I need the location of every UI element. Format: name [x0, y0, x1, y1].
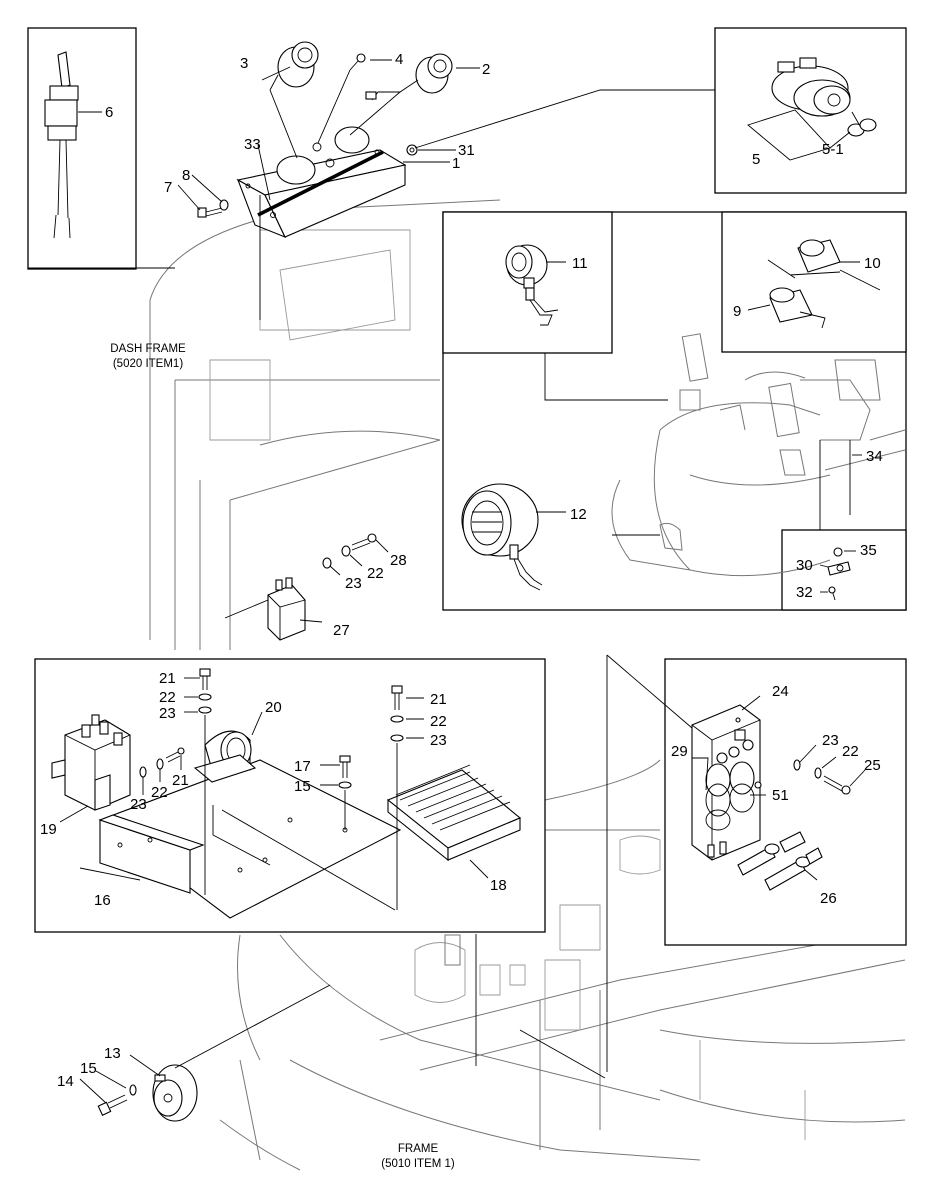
callout-16: 16 [94, 892, 111, 909]
callout-32: 32 [796, 584, 813, 601]
relay-29 [705, 746, 740, 831]
callout-14: 14 [57, 1073, 74, 1090]
callout-7: 7 [164, 179, 172, 196]
callout-29: 29 [671, 743, 688, 760]
callout-20: 20 [265, 699, 282, 716]
detail-box-6 [27, 27, 137, 270]
lights-panel [442, 211, 907, 611]
callout-12: 12 [570, 506, 587, 523]
detail-box-9-10 [721, 211, 907, 353]
toggle-switch-6 [44, 51, 102, 239]
vehicle-dash-sketch [544, 333, 906, 577]
relay-51 [729, 729, 755, 813]
frame-label-line1: FRAME [398, 1143, 439, 1155]
callout-3: 3 [240, 55, 248, 72]
nut-31 [406, 144, 418, 156]
switch-9 [747, 287, 826, 329]
callout-6: 6 [105, 104, 113, 121]
key-5-1 [847, 111, 877, 137]
detail-box-5 [414, 27, 907, 194]
callout-4: 4 [395, 51, 403, 68]
fasteners-30-32-35 [819, 547, 856, 601]
callout-10: 10 [864, 255, 881, 272]
gauge-2 [365, 53, 453, 101]
dash-frame-label-line2: (5020 ITEM1) [113, 358, 183, 370]
callout-26: 26 [820, 890, 837, 907]
dash-panel-group [177, 41, 480, 320]
frame-label-line2: (5010 ITEM 1) [381, 1158, 455, 1170]
callout-22-panel: 22 [842, 743, 859, 760]
callout-30: 30 [796, 557, 813, 574]
callout-23-top: 23 [345, 575, 362, 592]
callout-31: 31 [458, 142, 475, 159]
callout-5: 5 [752, 151, 760, 168]
callout-23-panel: 23 [822, 732, 839, 749]
callout-21-left: 21 [159, 670, 176, 687]
callout-labels: 2 3 4 33 31 1 8 7 6 5 5-1 11 10 9 34 12 … [40, 51, 883, 1090]
callout-33: 33 [244, 136, 261, 153]
callout-35: 35 [860, 542, 877, 559]
callout-51: 51 [772, 787, 789, 804]
washer-8 [219, 199, 229, 211]
callout-18: 18 [490, 877, 507, 894]
dash-frame-label-line1: DASH FRAME [110, 343, 186, 355]
gauge-3 [269, 41, 319, 91]
callout-27: 27 [333, 622, 350, 639]
callout-5-1: 5-1 [822, 141, 844, 158]
dash-frame-label: DASH FRAME (5020 ITEM1) [110, 343, 186, 370]
callout-23-left: 23 [159, 705, 176, 722]
horn-13 [79, 984, 331, 1122]
callout-22-left: 22 [159, 689, 176, 706]
callout-23-mid: 23 [130, 796, 147, 813]
callout-15-horn: 15 [80, 1060, 97, 1077]
gauge-hole-left [276, 155, 316, 185]
controller-18 [386, 764, 522, 879]
fasteners-28 [322, 533, 389, 576]
callout-23-right: 23 [430, 732, 447, 749]
diode-26 [737, 831, 823, 891]
dash-trim-strip [257, 150, 384, 217]
gauge-hole-right [334, 126, 370, 154]
light-12 [461, 483, 566, 591]
callout-1: 1 [452, 155, 460, 172]
fasteners-21-22-23-right [390, 685, 424, 910]
callout-25: 25 [864, 757, 881, 774]
fasteners-near-contactor [139, 747, 185, 795]
light-11 [505, 244, 566, 326]
switch-10 [767, 239, 881, 291]
bolt-7 [197, 207, 223, 218]
frame-label: FRAME (5010 ITEM 1) [381, 1143, 455, 1170]
callout-2: 2 [482, 61, 490, 78]
alarm-20 [193, 711, 263, 783]
relay-27 [224, 577, 323, 641]
relay-panel-24 [606, 654, 907, 946]
callout-22-top: 22 [367, 565, 384, 582]
fasteners-21-22-23-left [184, 668, 212, 895]
vehicle-background [149, 199, 906, 1171]
callout-11: 11 [572, 255, 588, 272]
callout-22-mid: 22 [151, 784, 168, 801]
callout-24: 24 [772, 683, 789, 700]
callout-8: 8 [182, 167, 190, 184]
key-switch-5 [771, 57, 851, 117]
callout-9: 9 [733, 303, 741, 320]
callout-19: 19 [40, 821, 57, 838]
callout-15-box: 15 [294, 778, 311, 795]
callout-13: 13 [104, 1045, 121, 1062]
screw-4 [349, 53, 366, 71]
fasteners-17-15 [320, 755, 352, 830]
controller-panel [34, 658, 546, 933]
callout-21-mid: 21 [172, 772, 189, 789]
callout-28: 28 [390, 552, 407, 569]
dash-panel-face [264, 164, 406, 238]
callout-22-right: 22 [430, 713, 447, 730]
callout-21-right: 21 [430, 691, 447, 708]
callout-34: 34 [866, 448, 883, 465]
callout-17: 17 [294, 758, 311, 775]
contactor-19 [51, 714, 131, 823]
